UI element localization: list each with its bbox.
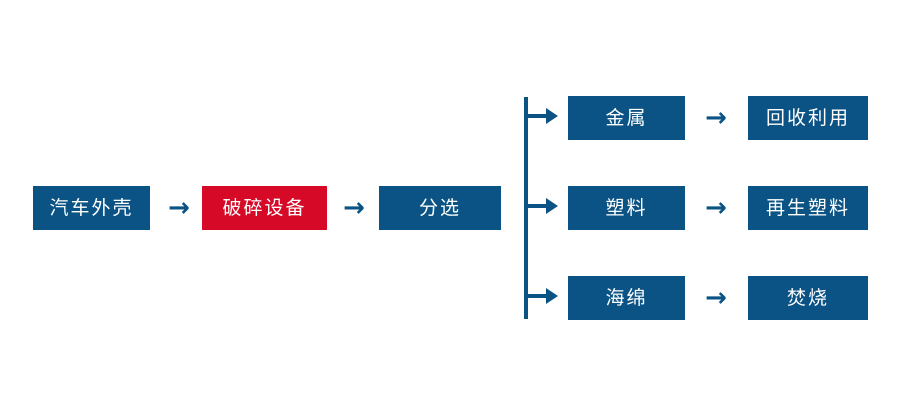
arrow-glyph: →: [705, 193, 727, 223]
node-material-metal[interactable]: 金属: [568, 96, 685, 140]
arrow-glyph: →: [705, 103, 727, 133]
arrow-right-icon-metal: →: [700, 102, 732, 134]
node-material-plastic[interactable]: 塑料: [568, 186, 685, 230]
node-outcome-plastic-label: 再生塑料: [765, 196, 850, 219]
node-material-sponge-label: 海绵: [605, 286, 648, 309]
node-outcome-plastic[interactable]: 再生塑料: [748, 186, 868, 230]
branch-split-icon-head-sponge: [546, 288, 558, 304]
branch-split-icon-trunk: [524, 97, 528, 319]
arrow-right-icon-input-to-crusher: →: [163, 192, 195, 224]
node-crusher[interactable]: 破碎设备: [202, 186, 327, 230]
arrow-glyph: →: [168, 193, 190, 223]
node-outcome-metal[interactable]: 回收利用: [748, 96, 868, 140]
branch-split-icon-head-metal: [546, 108, 558, 124]
node-sorting-label: 分选: [418, 196, 461, 219]
node-input-label: 汽车外壳: [49, 196, 134, 219]
arrow-right-icon-plastic: →: [700, 192, 732, 224]
node-material-metal-label: 金属: [605, 106, 648, 129]
branch-split-icon-stem-plastic: [524, 204, 548, 208]
branch-split-icon-stem-metal: [524, 114, 548, 118]
node-crusher-label: 破碎设备: [222, 196, 307, 219]
branch-split-icon-stem-sponge: [524, 294, 548, 298]
node-material-plastic-label: 塑料: [605, 196, 648, 219]
node-sorting[interactable]: 分选: [379, 186, 501, 230]
node-outcome-sponge-label: 焚烧: [786, 286, 829, 309]
node-outcome-metal-label: 回收利用: [765, 106, 850, 129]
arrow-glyph: →: [343, 193, 365, 223]
node-input[interactable]: 汽车外壳: [33, 186, 150, 230]
node-outcome-sponge[interactable]: 焚烧: [748, 276, 868, 320]
arrow-glyph: →: [705, 283, 727, 313]
arrow-right-icon-crusher-to-sorting: →: [338, 192, 370, 224]
node-material-sponge[interactable]: 海绵: [568, 276, 685, 320]
arrow-right-icon-sponge: →: [700, 282, 732, 314]
branch-split-icon-head-plastic: [546, 198, 558, 214]
